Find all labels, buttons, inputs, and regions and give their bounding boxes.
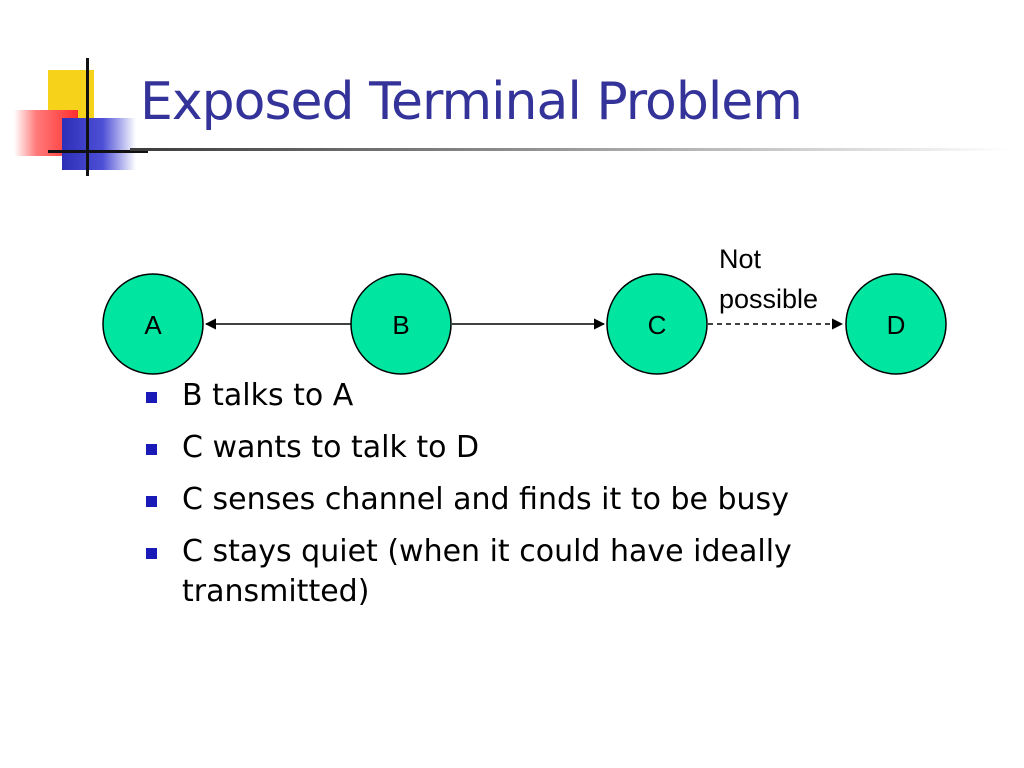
logo-horizontal-line [48, 150, 148, 153]
square-bullet-icon [146, 548, 157, 559]
node-c-label: C [648, 310, 667, 340]
square-bullet-icon [146, 392, 157, 403]
bullet-text: C wants to talk to D [182, 430, 480, 465]
node-c: C [606, 273, 708, 375]
corner-logo [0, 0, 150, 190]
bullet-text: B talks to A [182, 378, 354, 413]
bullet-item: B talks to A [140, 376, 940, 416]
network-diagram: A B C D Not possible [102, 244, 947, 375]
node-d: D [845, 273, 947, 375]
node-d-label: D [887, 310, 906, 340]
node-a: A [102, 273, 204, 375]
node-b-label: B [392, 310, 409, 340]
square-bullet-icon [146, 496, 157, 507]
bullet-text: C stays quiet (when it could have ideall… [182, 534, 792, 609]
logo-blue-square [62, 118, 136, 170]
bullet-item: C wants to talk to D [140, 428, 940, 468]
bullet-item: C stays quiet (when it could have ideall… [140, 532, 940, 612]
slide-title: Exposed Terminal Problem [140, 72, 803, 132]
bullet-item: C senses channel and finds it to be busy [140, 480, 940, 520]
node-b: B [350, 273, 452, 375]
bullet-text: C senses channel and finds it to be busy [182, 482, 789, 517]
node-a-label: A [144, 310, 162, 340]
title-underline [130, 148, 1010, 151]
annotation-not: Not [719, 244, 762, 274]
logo-vertical-line [86, 58, 89, 176]
bullet-list: B talks to A C wants to talk to D C sens… [140, 376, 940, 624]
annotation-possible: possible [719, 284, 818, 314]
square-bullet-icon [146, 444, 157, 455]
